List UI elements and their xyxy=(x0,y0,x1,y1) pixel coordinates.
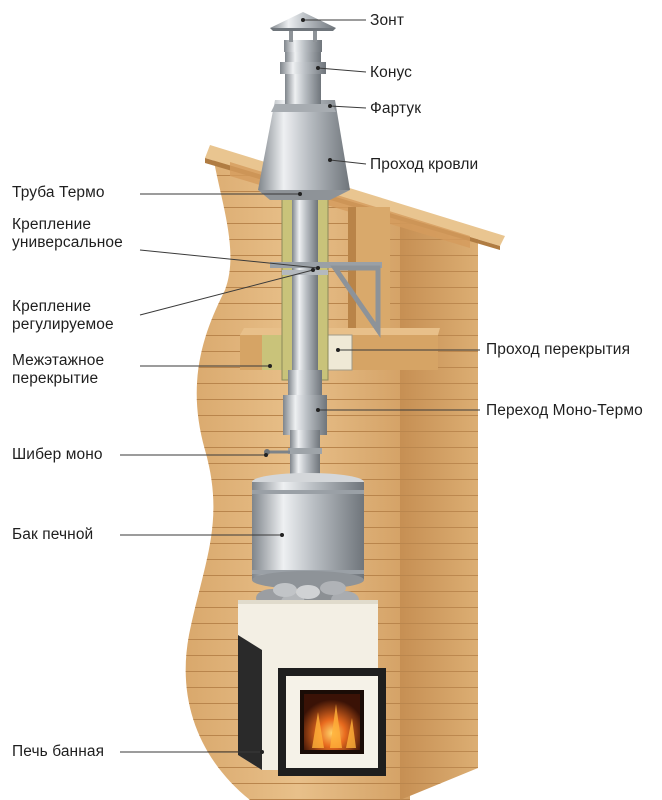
label-fartuk: Фартук xyxy=(370,100,422,117)
label-universal-mount-1: Крепление xyxy=(12,216,92,233)
mono-pipe xyxy=(264,370,327,480)
label-konus: Конус xyxy=(370,64,413,81)
label-mono-damper: Шибер моно xyxy=(12,446,103,463)
chimney-top xyxy=(270,12,336,112)
label-universal-mount-2: универсальное xyxy=(12,234,123,251)
termo-pipe xyxy=(281,174,329,381)
ceiling-slab xyxy=(240,328,440,371)
label-floor-slab-1: Межэтажное xyxy=(12,352,105,369)
sauna-stove xyxy=(238,600,386,776)
label-ceiling-penetration: Проход перекрытия xyxy=(486,341,631,358)
leader-lines xyxy=(120,19,480,753)
leader-dots xyxy=(260,18,340,754)
label-adjustable-mount-2: регулируемое xyxy=(12,316,114,333)
stove-tank xyxy=(252,473,364,589)
label-mono-termo-transition: Переход Моно-Термо xyxy=(486,402,643,419)
label-zont: Зонт xyxy=(370,12,405,29)
label-adjustable-mount-1: Крепление xyxy=(12,298,92,315)
label-floor-slab-2: перекрытие xyxy=(12,370,99,387)
label-roof-penetration: Проход кровли xyxy=(370,156,479,173)
label-sauna-stove: Печь банная xyxy=(12,743,105,760)
label-termo-pipe: Труба Термо xyxy=(12,184,105,201)
roof-penetration xyxy=(258,100,350,200)
label-stove-tank: Бак печной xyxy=(12,526,94,543)
